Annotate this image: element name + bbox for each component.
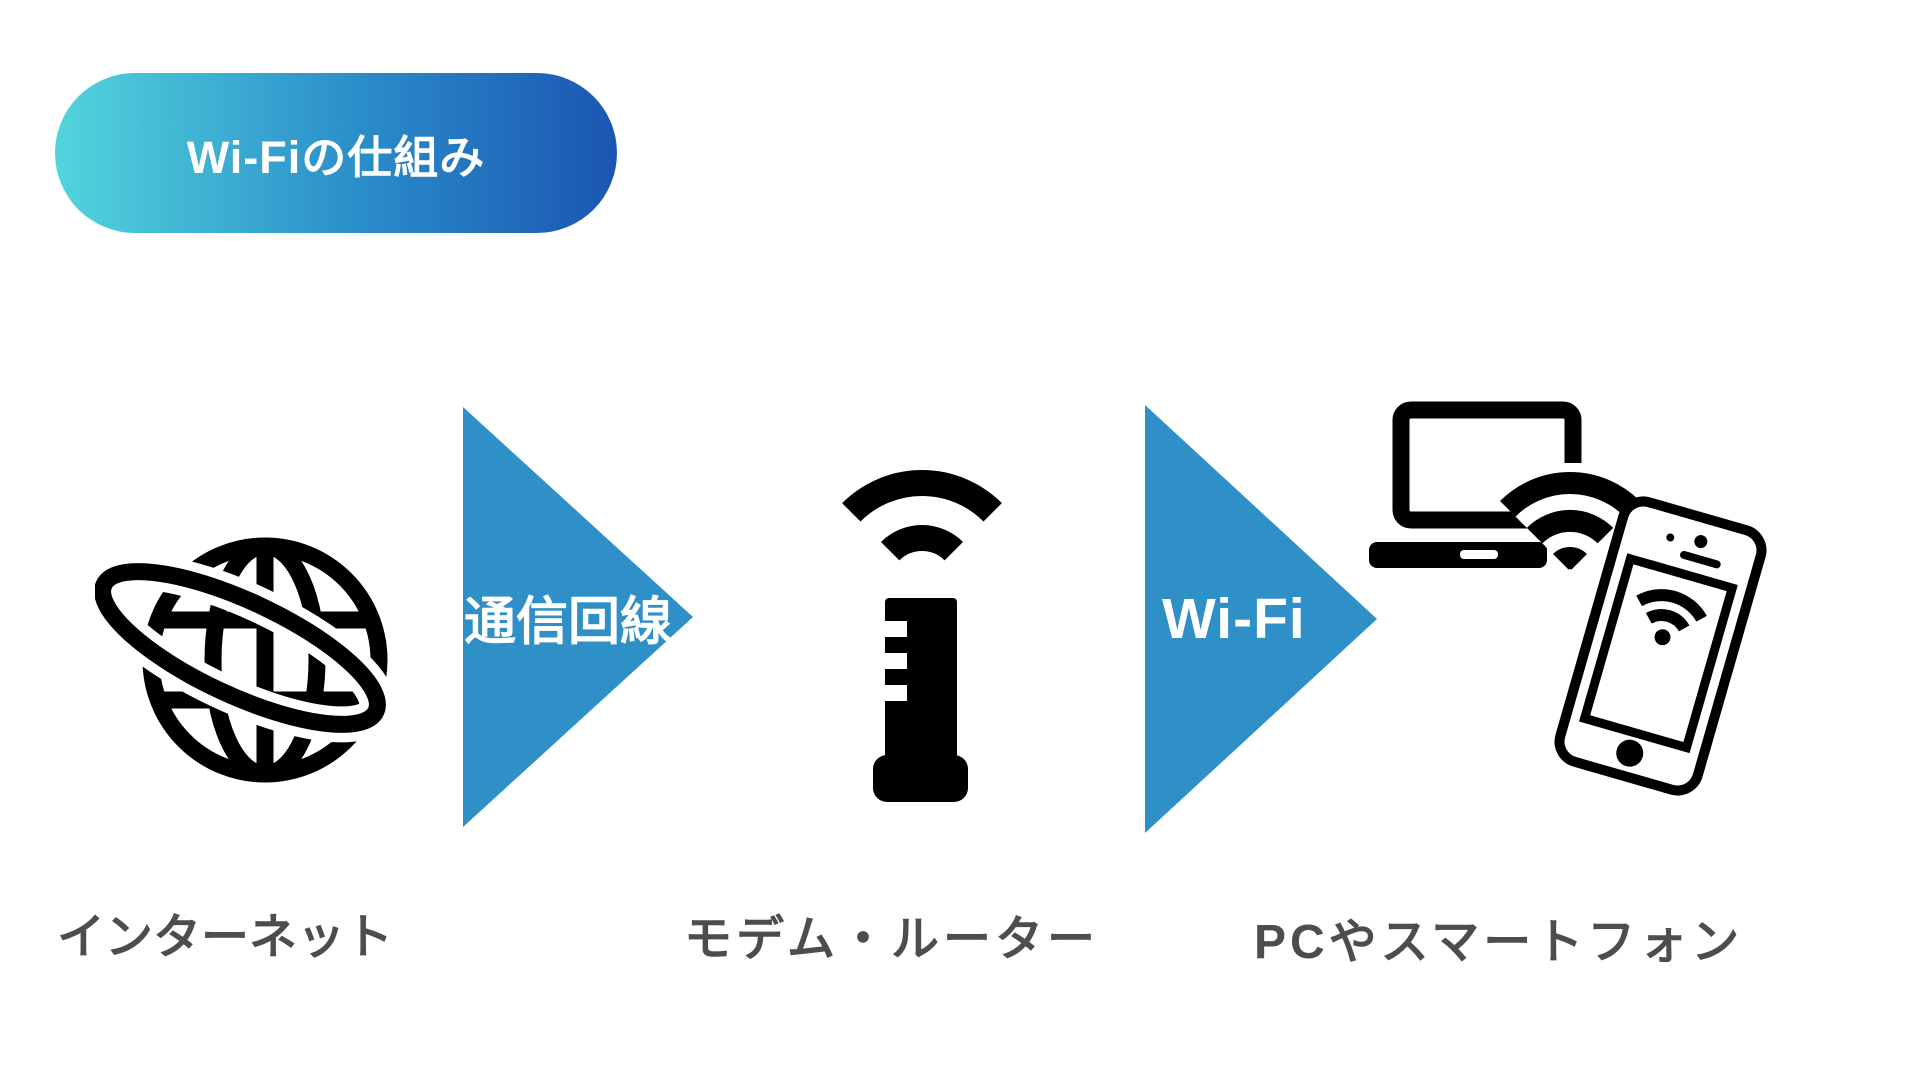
phone-camera-dot bbox=[1692, 533, 1709, 550]
title-badge: Wi-Fiの仕組み bbox=[55, 73, 617, 233]
wifi-signal-icon bbox=[1495, 463, 1645, 581]
phone-sensor-dot bbox=[1665, 532, 1676, 543]
wireless-router-icon bbox=[842, 470, 1002, 802]
title-badge-label: Wi-Fiの仕組み bbox=[186, 131, 486, 183]
phone-speaker-bar bbox=[1679, 550, 1722, 570]
internet-globe-icon bbox=[95, 537, 396, 783]
arrow-internet-to-router: 通信回線 bbox=[463, 407, 693, 827]
phone-home-button bbox=[1613, 736, 1647, 770]
arrow-label-wifi: Wi-Fi bbox=[1162, 587, 1306, 651]
caption-pc-smartphone: PCやスマートフォン bbox=[1254, 916, 1744, 969]
caption-modem-router: モデム・ルーター bbox=[684, 913, 1100, 966]
caption-internet: インターネット bbox=[57, 911, 394, 964]
arrow-router-to-devices: Wi-Fi bbox=[1145, 405, 1377, 833]
phone-screen bbox=[1579, 553, 1738, 754]
arrow-label-tsushin-kaisen: 通信回線 bbox=[464, 593, 673, 652]
smartphone-icon bbox=[1548, 490, 1773, 802]
phone-wifi-icon bbox=[1636, 589, 1707, 646]
